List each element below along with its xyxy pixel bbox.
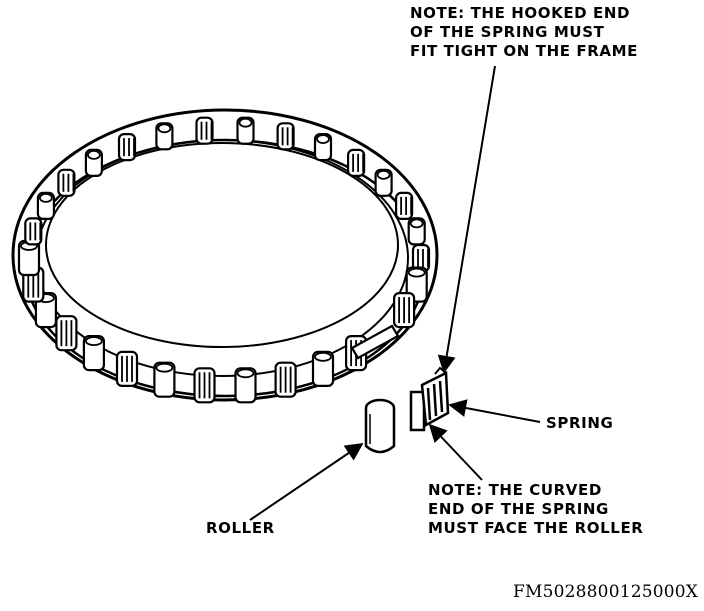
ring-segment: [155, 122, 174, 151]
note-curved-end: NOTE: THE CURVED END OF THE SPRING MUST …: [428, 481, 643, 538]
ring-segment: [276, 122, 295, 151]
leader-roller: [249, 442, 364, 521]
note-curved-line-1: NOTE: THE CURVED: [428, 481, 602, 499]
ring-segment: [393, 292, 416, 329]
ring-segment: [17, 239, 41, 277]
note-hooked-line-2: OF THE SPRING MUST: [410, 23, 605, 41]
ring-segment: [395, 191, 414, 220]
ring-segment: [117, 133, 137, 162]
ring-segment: [193, 367, 216, 404]
ring-segment: [234, 367, 257, 404]
ring-segment: [236, 116, 255, 145]
roller-label: ROLLER: [206, 519, 275, 537]
ring-segment: [407, 217, 426, 246]
loose-roller-cylinder: [364, 398, 396, 454]
note-curved-line-3: MUST FACE THE ROLLER: [428, 519, 644, 537]
leader-spring: [448, 399, 541, 423]
note-hooked-line-1: NOTE: THE HOOKED END: [410, 4, 631, 22]
ring-segment: [195, 116, 214, 145]
ring-segment: [57, 168, 76, 197]
ring-segment: [374, 168, 393, 197]
ring-segment: [36, 191, 56, 220]
ring-roller-segments: [17, 116, 431, 404]
ring-segment: [82, 335, 106, 372]
ring-segment: [274, 361, 297, 398]
leader-hooked-end: [437, 65, 496, 374]
ring-segment: [115, 350, 139, 387]
note-hooked-end: NOTE: THE HOOKED END OF THE SPRING MUST …: [410, 4, 638, 61]
note-hooked-line-3: FIT TIGHT ON THE FRAME: [410, 42, 638, 60]
ring-segment: [55, 315, 78, 352]
ring-segment: [153, 361, 176, 398]
ring-segment: [313, 133, 333, 162]
ring-segment: [347, 148, 366, 177]
spring-part: [409, 366, 450, 432]
spring-label: SPRING: [546, 414, 614, 432]
ring-segment: [24, 217, 43, 246]
note-curved-line-2: END OF THE SPRING: [428, 500, 609, 518]
ring-segment: [84, 148, 104, 177]
ring-segment: [411, 243, 431, 273]
leader-curved-end: [428, 423, 483, 481]
roller-frame-ring: [11, 108, 439, 402]
figure-identifier: FM5028800125000X: [513, 582, 699, 602]
frame-tab: [350, 324, 400, 360]
ring-segment: [311, 350, 335, 387]
